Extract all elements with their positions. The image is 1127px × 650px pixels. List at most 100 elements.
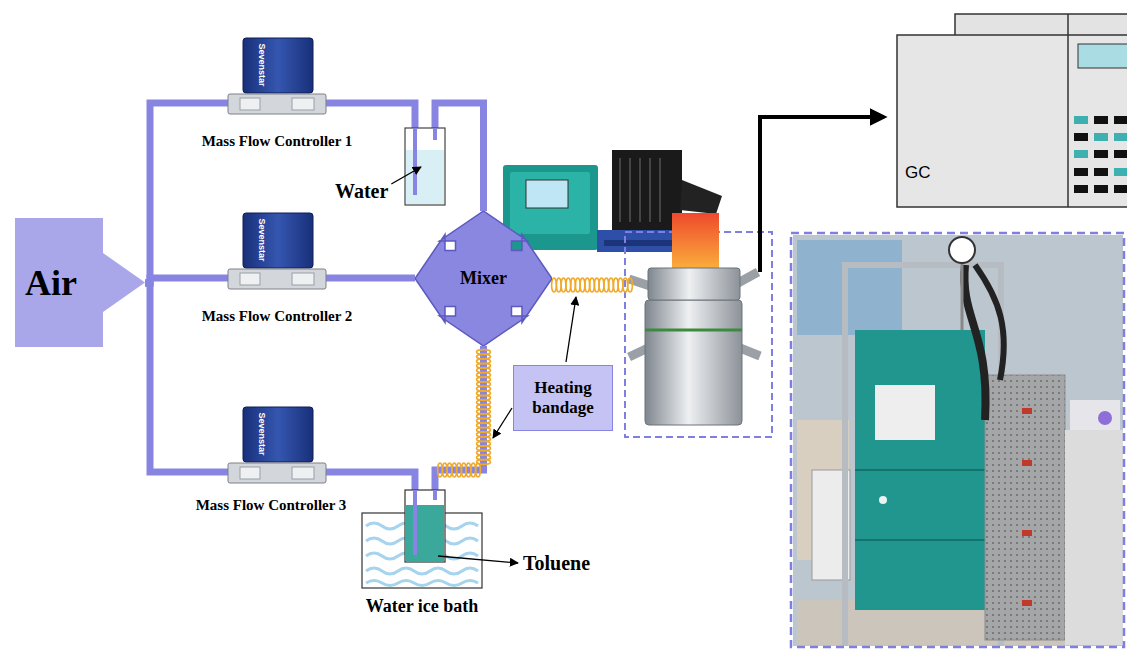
node-label: Toluene [523, 552, 590, 574]
apparatus-photo [949, 237, 975, 263]
gc-drawing [1074, 150, 1088, 158]
brand-label: Sevenstar [256, 215, 268, 265]
mfc-device [243, 38, 313, 93]
reactor [645, 300, 742, 425]
gas-pipe [145, 278, 228, 283]
node-label: Water [335, 180, 388, 202]
gc-drawing [1114, 116, 1127, 124]
gas-pipe [145, 103, 228, 283]
mfc-device [228, 94, 326, 114]
apparatus-photo [855, 539, 985, 541]
node-label: Heating bandage [521, 378, 605, 417]
mass-flow-controller: Mass Flow Controller 3 [228, 407, 326, 483]
toluene-bottle-drawing [413, 490, 417, 555]
gc-drawing [1074, 168, 1088, 176]
apparatus-photo [855, 330, 985, 610]
apparatus-photo [1070, 400, 1120, 430]
apparatus-photo [793, 235, 1123, 646]
toluene-bottle-drawing [405, 490, 445, 562]
apparatus-photo [1022, 460, 1032, 466]
water-bottle-drawing [406, 150, 444, 204]
apparatus-photo [855, 469, 985, 471]
mfc-device [292, 98, 314, 110]
water-bottle: Water [405, 128, 445, 205]
reactor [740, 348, 760, 356]
apparatus-photo [879, 496, 887, 504]
toluene-bottle-drawing [433, 490, 437, 500]
gc-drawing [1114, 133, 1127, 141]
air-source-arrow: Air [15, 215, 145, 350]
water-bottle-drawing [433, 128, 437, 140]
node-label: Air [25, 265, 77, 301]
gc-drawing [1094, 116, 1108, 124]
leader-line [566, 297, 576, 362]
label-holder: Sevenstar [237, 59, 287, 71]
gc-drawing [1114, 168, 1127, 176]
leader-line [438, 556, 518, 563]
mixer-cross: Mixer [415, 211, 552, 346]
label-holder: Sevenstar [237, 234, 287, 246]
reactor [738, 272, 758, 283]
node-label: GC [905, 163, 931, 183]
apparatus-photo [975, 265, 1004, 380]
toluene-bottle-drawing [405, 490, 445, 562]
mass-flow-controller: Mass Flow Controller 1 [228, 38, 326, 114]
light-source [526, 180, 568, 208]
gc-drawing [1074, 185, 1088, 193]
gc-drawing [1114, 150, 1127, 158]
gc-drawing [1067, 14, 1069, 35]
gas-pipe [326, 275, 415, 282]
light-source [612, 150, 682, 230]
apparatus-photo [1022, 408, 1032, 414]
gc-drawing [1094, 185, 1108, 193]
gc-drawing [897, 35, 1127, 207]
gc-drawing [1067, 35, 1069, 207]
light-source [629, 158, 631, 222]
mfc-device [292, 273, 314, 285]
mfc-device [240, 98, 260, 110]
coil-loop [628, 278, 633, 292]
light-source [659, 158, 661, 222]
apparatus-photo [964, 265, 985, 420]
node-label: Mass Flow Controller 3 [162, 497, 380, 514]
gc-drawing [1078, 44, 1127, 68]
arrow-shape [15, 218, 145, 347]
water-bottle-drawing [413, 128, 417, 195]
apparatus-photo [1098, 411, 1112, 425]
mfc-device [228, 269, 326, 289]
gc-drawing [1114, 185, 1127, 193]
mfc-device [228, 407, 326, 483]
light-source [680, 180, 722, 214]
apparatus-photo [1065, 430, 1123, 645]
light-source [639, 158, 641, 222]
gc-drawing [1074, 133, 1088, 141]
node-label: Mixer [460, 268, 507, 289]
gc-drawing [1074, 116, 1088, 124]
mfc-device [228, 463, 326, 483]
apparatus-photo [961, 262, 964, 330]
photo-frame [791, 233, 1124, 647]
light-source [649, 158, 651, 222]
ice-bath: Water ice bathToluene [362, 513, 482, 588]
apparatus-photo [793, 235, 1123, 646]
gc-instrument: GC [897, 35, 1127, 207]
water-bottle-drawing [405, 128, 445, 205]
light-source [619, 158, 621, 222]
reactor [648, 268, 740, 300]
heating-bandage-box: Heating bandage [513, 365, 613, 431]
coil-loop [477, 460, 491, 465]
brand-label: Sevenstar [256, 409, 268, 459]
leader-line [493, 408, 512, 438]
mass-flow-controller: Mass Flow Controller 2 [228, 213, 326, 289]
node-label: Mass Flow Controller 1 [168, 133, 386, 150]
mfc-device [240, 467, 260, 479]
gas-pipe [326, 472, 415, 490]
toluene-bottle: Toluene [405, 490, 445, 562]
toluene-bottle-drawing [406, 505, 444, 561]
brand-label: Sevenstar [256, 40, 268, 90]
mfc-device [228, 38, 326, 114]
apparatus-photo [842, 262, 848, 646]
apparatus-photo [875, 385, 935, 440]
mfc-device [243, 407, 313, 462]
